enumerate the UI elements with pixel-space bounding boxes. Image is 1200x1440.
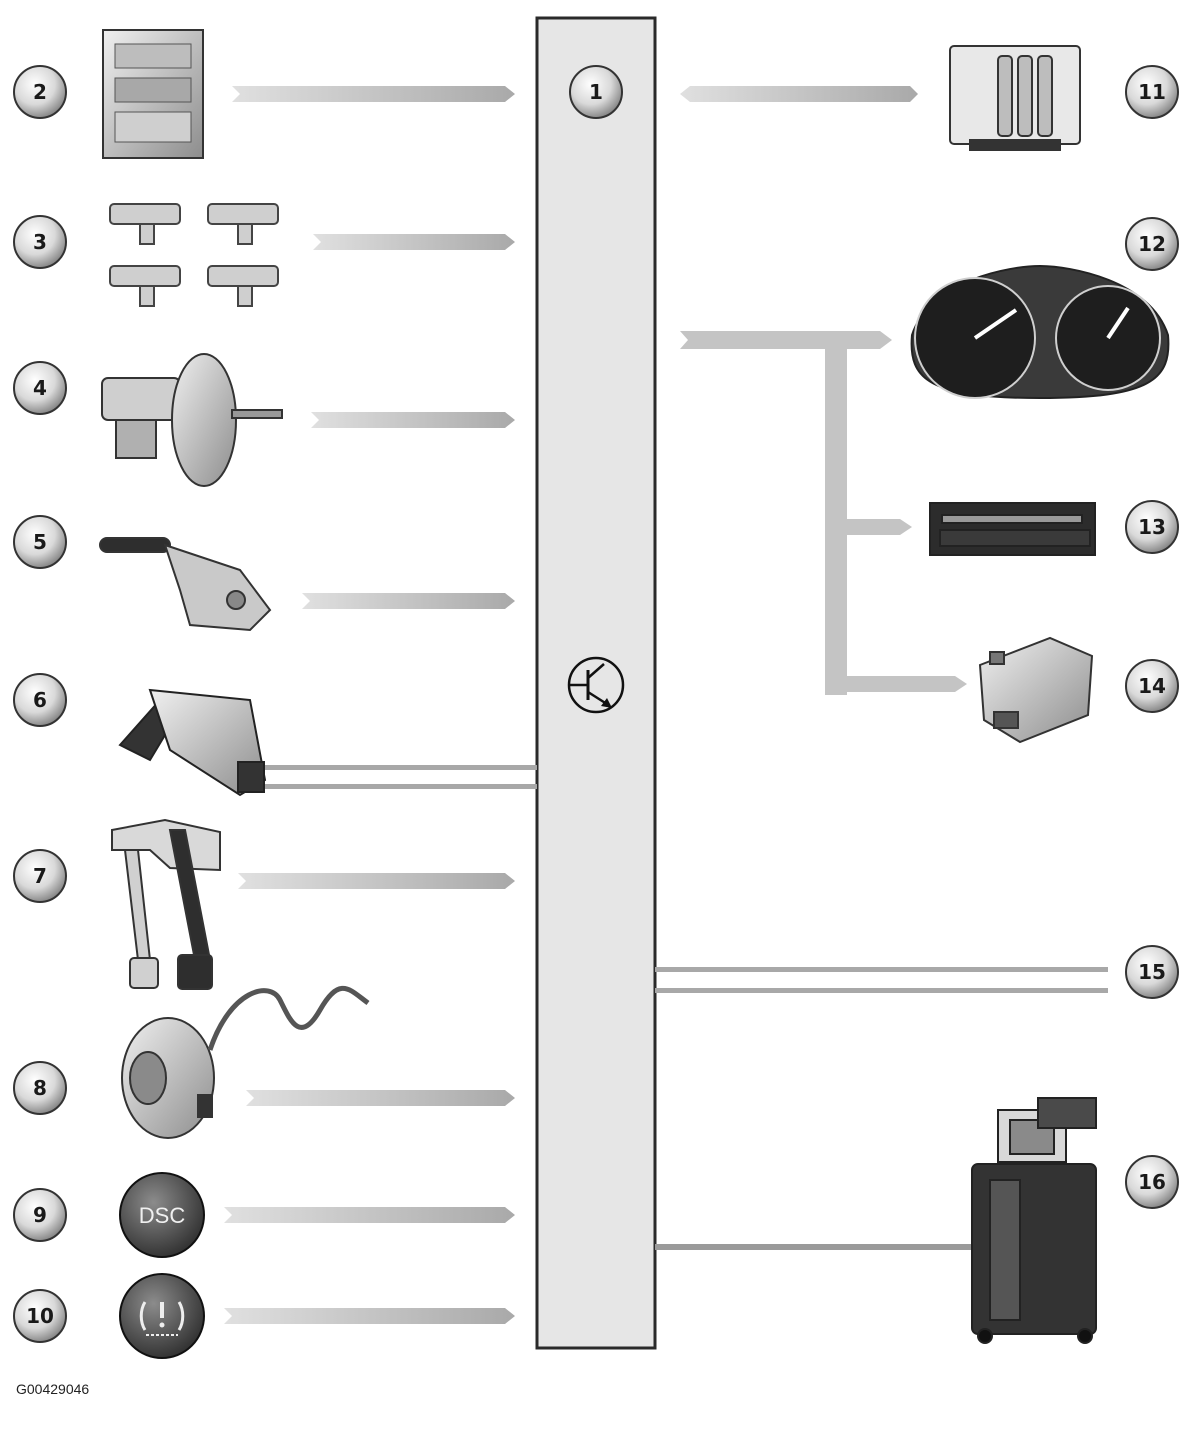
arrow-3 (313, 234, 515, 250)
callout-9-label: 9 (33, 1203, 47, 1227)
callout-15: 15 (1125, 945, 1179, 999)
arrow-11 (680, 86, 918, 102)
bus-line-15 (655, 967, 1108, 993)
arrow-8 (246, 1090, 515, 1106)
figure-code: G00429046 (16, 1381, 90, 1397)
cd-player-icon (929, 502, 1096, 556)
callout-3: 3 (13, 215, 67, 269)
branch-12-13-14 (680, 331, 967, 695)
control-unit-icon (949, 45, 1081, 151)
callout-15-label: 15 (1138, 960, 1166, 984)
arrow-10 (224, 1308, 515, 1324)
callout-12: 12 (1125, 217, 1179, 271)
transistor-icon (567, 656, 625, 714)
left-callouts: 2 3 4 5 6 7 8 9 10 (13, 65, 67, 1343)
solenoid-valves-icon (109, 203, 279, 307)
callout-8: 8 (13, 1061, 67, 1115)
callout-1-label: 1 (589, 80, 603, 104)
dsc-button-icon: DSC (119, 1172, 205, 1258)
fuse-box-icon (102, 29, 204, 159)
parking-brake-icon (99, 537, 272, 632)
instrument-cluster-icon (910, 264, 1170, 400)
callout-10: 10 (13, 1289, 67, 1343)
callout-6-label: 6 (33, 688, 47, 712)
callout-3-label: 3 (33, 230, 47, 254)
callout-11: 11 (1125, 65, 1179, 119)
steering-angle-sensor-icon (121, 985, 370, 1139)
dsc-button-label: DSC (139, 1203, 186, 1228)
line-16 (655, 1244, 980, 1250)
right-callouts: 11 12 13 14 15 16 (1125, 65, 1179, 1209)
sensor-module-icon (978, 636, 1094, 744)
callout-5: 5 (13, 515, 67, 569)
tpms-button-icon (119, 1273, 205, 1359)
callout-11-label: 11 (1138, 80, 1166, 104)
arrow-5 (302, 593, 515, 609)
callout-13: 13 (1125, 500, 1179, 554)
callout-5-label: 5 (33, 530, 47, 554)
arrow-9 (224, 1207, 515, 1223)
callout-7-label: 7 (33, 864, 47, 888)
callout-12-label: 12 (1138, 232, 1166, 256)
central-control-module (535, 16, 657, 1350)
callout-4: 4 (13, 361, 67, 415)
callout-7: 7 (13, 849, 67, 903)
arrow-7 (238, 873, 515, 889)
bus-line-6 (262, 765, 537, 789)
steering-lock-actuator-icon (118, 688, 267, 797)
brake-booster-icon (101, 353, 283, 487)
arrow-2 (232, 86, 515, 102)
callout-6: 6 (13, 673, 67, 727)
pedal-box-icon (111, 818, 221, 990)
callout-4-label: 4 (33, 376, 47, 400)
callout-8-label: 8 (33, 1076, 47, 1100)
callout-10-label: 10 (26, 1304, 54, 1328)
callout-13-label: 13 (1138, 515, 1166, 539)
input-arrows (224, 86, 515, 1324)
arrow-4 (311, 412, 515, 428)
callout-14: 14 (1125, 659, 1179, 713)
callout-2: 2 (13, 65, 67, 119)
callout-2-label: 2 (33, 80, 47, 104)
callout-1: 1 (569, 65, 623, 119)
callout-9: 9 (13, 1188, 67, 1242)
callout-16-label: 16 (1138, 1170, 1166, 1194)
callout-14-label: 14 (1138, 674, 1166, 698)
diagnostic-tester-icon (971, 1097, 1097, 1344)
callout-16: 16 (1125, 1155, 1179, 1209)
